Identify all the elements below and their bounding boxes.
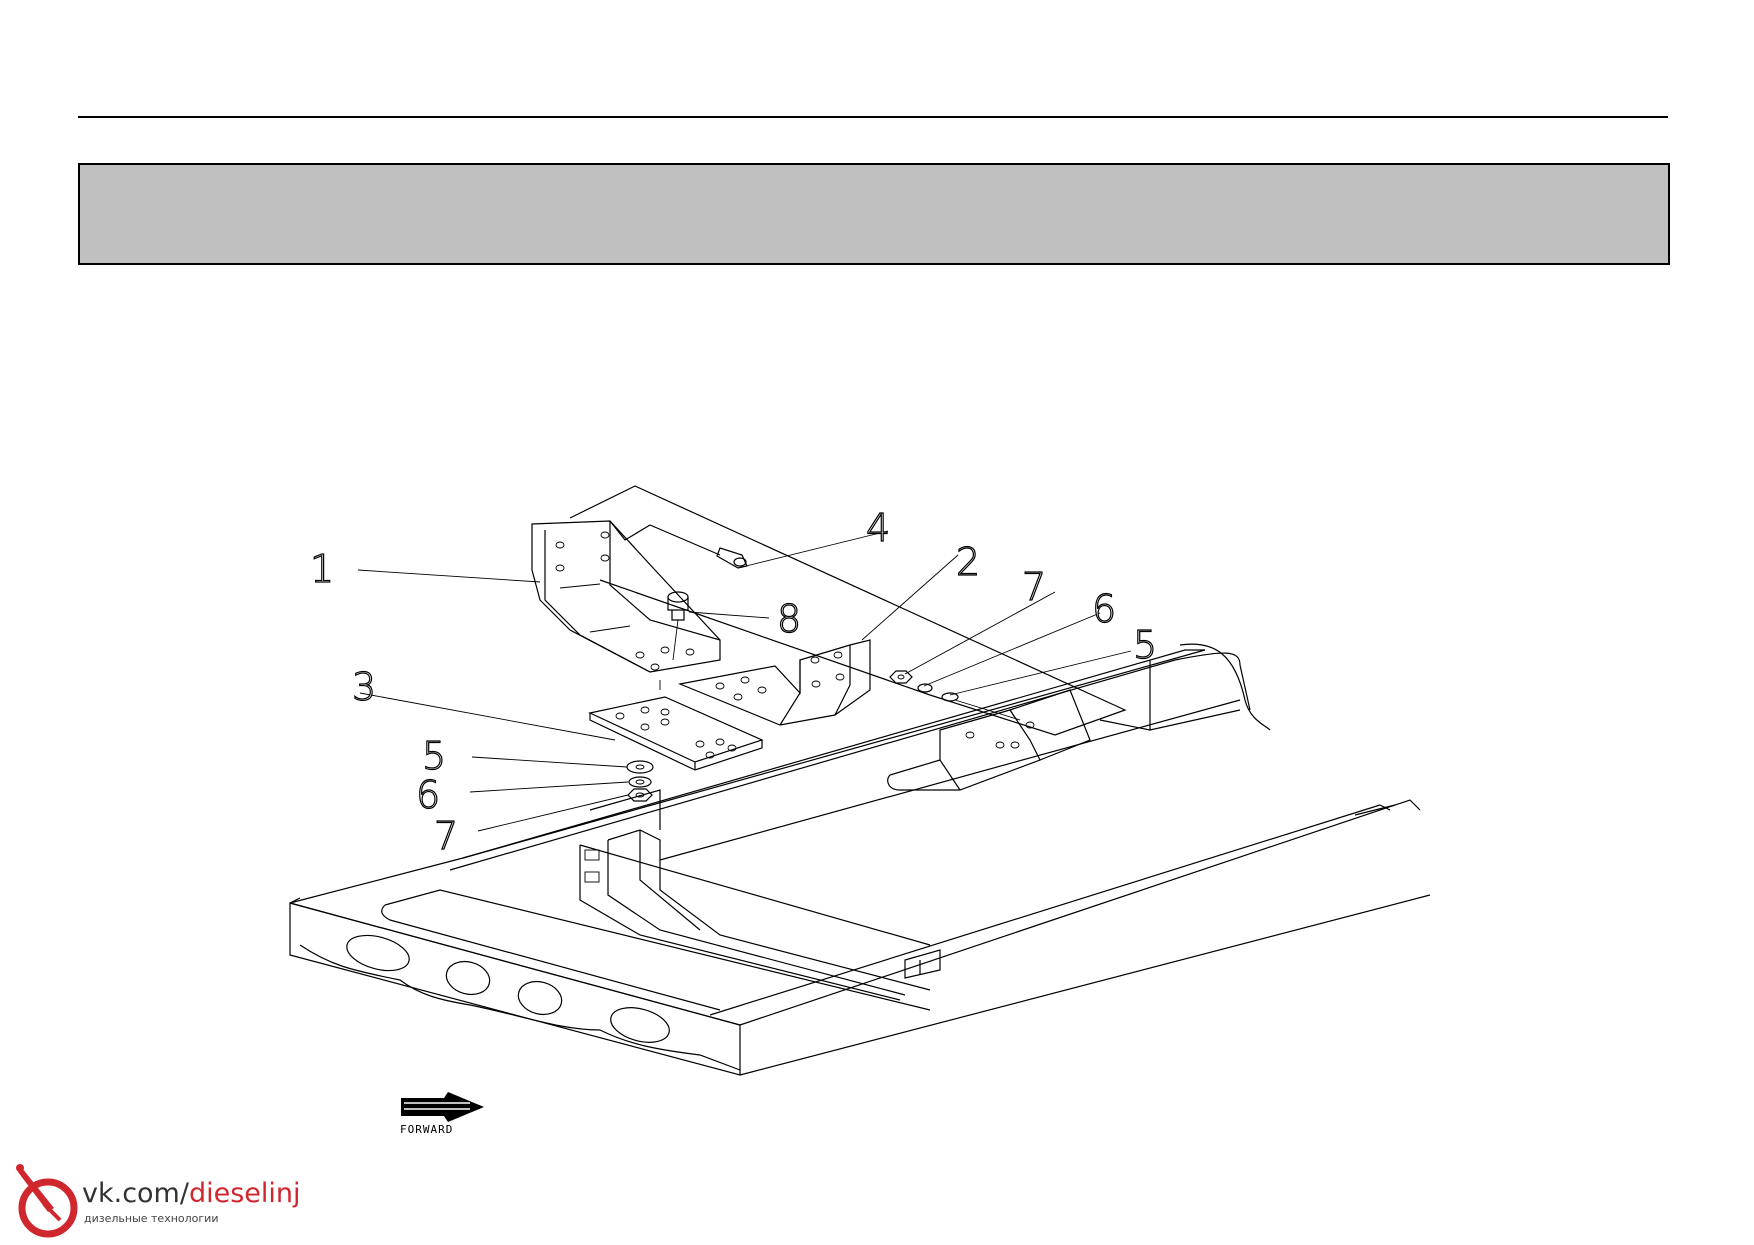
callout-labels: 1 2 3 4 5 6 7 8 7 6 5 [309,505,1157,858]
callout-7-lower: 7 [434,814,458,858]
right-fastener-stack [889,670,1021,721]
part-2-bracket [677,639,871,726]
mounting-panel [569,485,1127,736]
callout-5-lower: 5 [422,734,446,778]
part-8-bolt [667,591,689,661]
part-3-plate [588,696,764,771]
callout-1: 1 [310,547,334,591]
callout-2: 2 [956,540,980,584]
top-rule [78,116,1668,118]
watermark-subtitle: дизельные технологии [84,1212,219,1225]
lower-fastener-stack [626,680,661,802]
leader-lines [357,530,1132,832]
watermark: vk.com/dieselinj дизельные технологии [14,1160,314,1240]
header-band [78,163,1670,265]
watermark-url-prefix: vk.com/ [82,1178,189,1209]
part-1-bracket [531,520,721,673]
callout-4: 4 [866,506,890,550]
callout-7-right: 7 [1022,565,1046,609]
watermark-url-highlight: dieselinj [188,1178,301,1209]
chassis-frame [289,643,1431,1076]
callout-5-right: 5 [1133,623,1157,667]
injector-logo-icon [16,1164,78,1238]
callout-6-lower: 6 [416,773,440,817]
part-4-bolt [609,520,748,569]
watermark-url: vk.com/dieselinj [82,1178,301,1209]
callout-3: 3 [352,665,376,709]
forward-label: FORWARD [400,1123,453,1136]
callout-6-right: 6 [1092,587,1116,631]
forward-arrow: FORWARD [400,1092,484,1136]
callout-8: 8 [777,597,801,641]
